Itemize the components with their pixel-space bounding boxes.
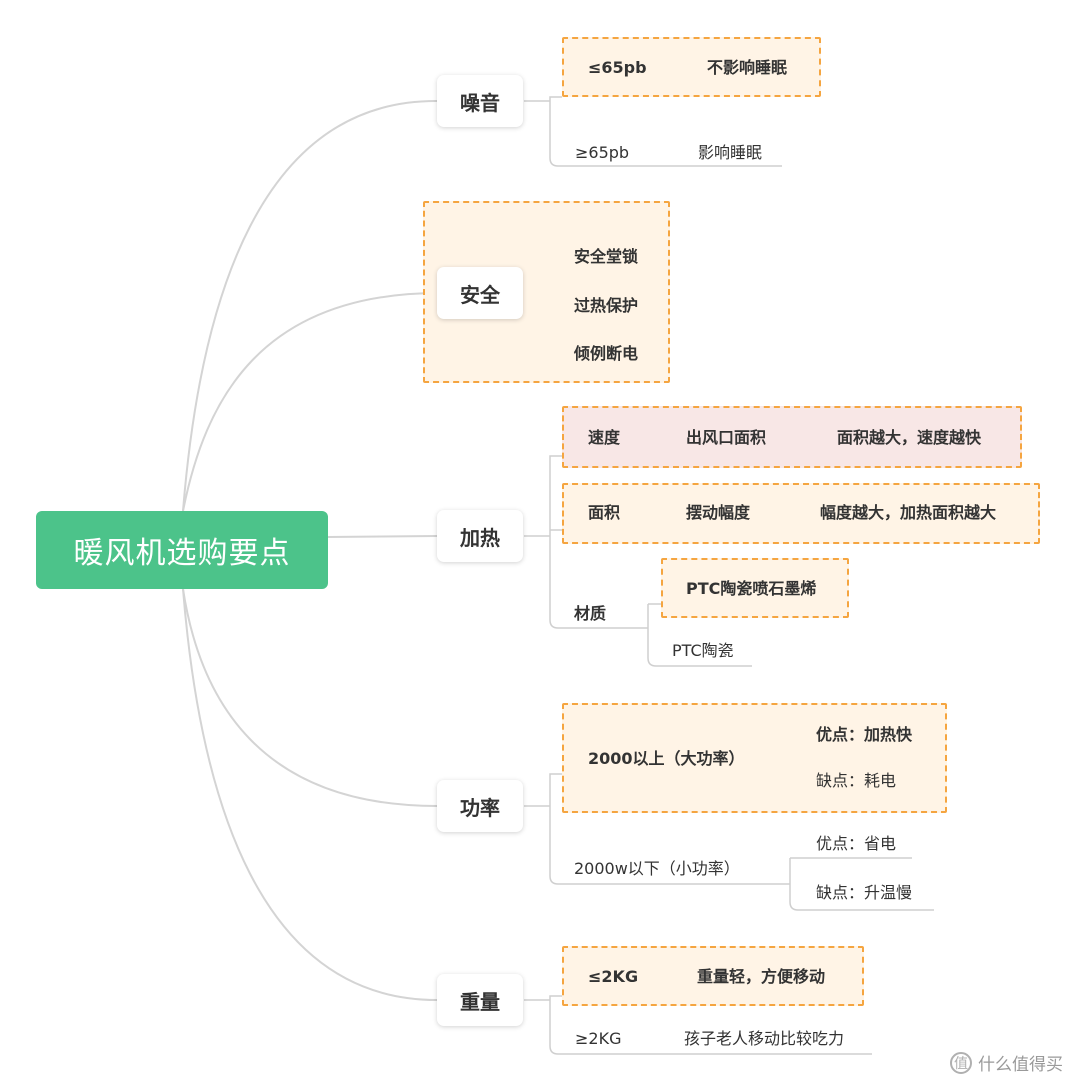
noise-low-level[interactable]: ≤65pb [588,58,647,77]
power-low-pro[interactable]: 优点：省电 [816,834,897,853]
power-low-con[interactable]: 缺点：升温慢 [816,883,913,902]
noise-high-effect[interactable]: 影响睡眠 [698,143,763,162]
weight-light-highlight [562,946,864,1006]
watermark-text: 什么值得买 [978,1055,1063,1075]
weight-light-effect[interactable]: 重量轻，方便移动 [697,967,826,986]
weight-heavy-effect[interactable]: 孩子老人移动比较吃力 [684,1029,845,1048]
branch-power[interactable]: 功率 [437,780,523,832]
power-high-con[interactable]: 缺点：耗电 [816,771,897,790]
heating-speed-rule[interactable]: 面积越大，速度越快 [837,428,982,447]
power-high-highlight [562,703,947,813]
heating-area-highlight [562,483,1040,544]
noise-low-effect[interactable]: 不影响睡眠 [707,58,788,77]
zhi-logo-icon: 值 [950,1051,972,1074]
safety-item[interactable]: 倾例断电 [574,344,639,363]
heating-speed-label[interactable]: 速度 [588,428,621,447]
heating-material-graphene-highlight [661,558,849,618]
branch-safety[interactable]: 安全 [437,267,523,319]
heating-speed-factor[interactable]: 出风口面积 [686,428,767,447]
watermark: 值 什么值得买 [950,1050,1063,1075]
branch-heating[interactable]: 加热 [437,510,523,562]
power-high-pro[interactable]: 优点：加热快 [816,725,913,744]
weight-heavy-level[interactable]: ≥2KG [575,1029,622,1048]
safety-item[interactable]: 安全堂锁 [574,247,639,266]
heating-material-option[interactable]: PTC陶瓷喷石墨烯 [686,579,817,598]
noise-high-level[interactable]: ≥65pb [575,143,630,162]
root-topic[interactable]: 暖风机选购要点 [36,511,328,589]
branch-weight[interactable]: 重量 [437,974,523,1026]
power-low-label[interactable]: 2000w以下（小功率） [574,859,740,878]
heating-material-option[interactable]: PTC陶瓷 [672,641,734,660]
power-high-label[interactable]: 2000以上（大功率） [588,749,745,768]
safety-item[interactable]: 过热保护 [574,296,639,315]
heating-material-label[interactable]: 材质 [574,604,607,623]
heating-area-factor[interactable]: 摆动幅度 [686,503,751,522]
noise-low-highlight [562,37,821,97]
heating-area-label[interactable]: 面积 [588,503,621,522]
heating-area-rule[interactable]: 幅度越大，加热面积越大 [820,503,997,522]
branch-noise[interactable]: 噪音 [437,75,523,127]
heating-speed-highlight [562,406,1022,468]
weight-light-level[interactable]: ≤2KG [588,967,639,986]
